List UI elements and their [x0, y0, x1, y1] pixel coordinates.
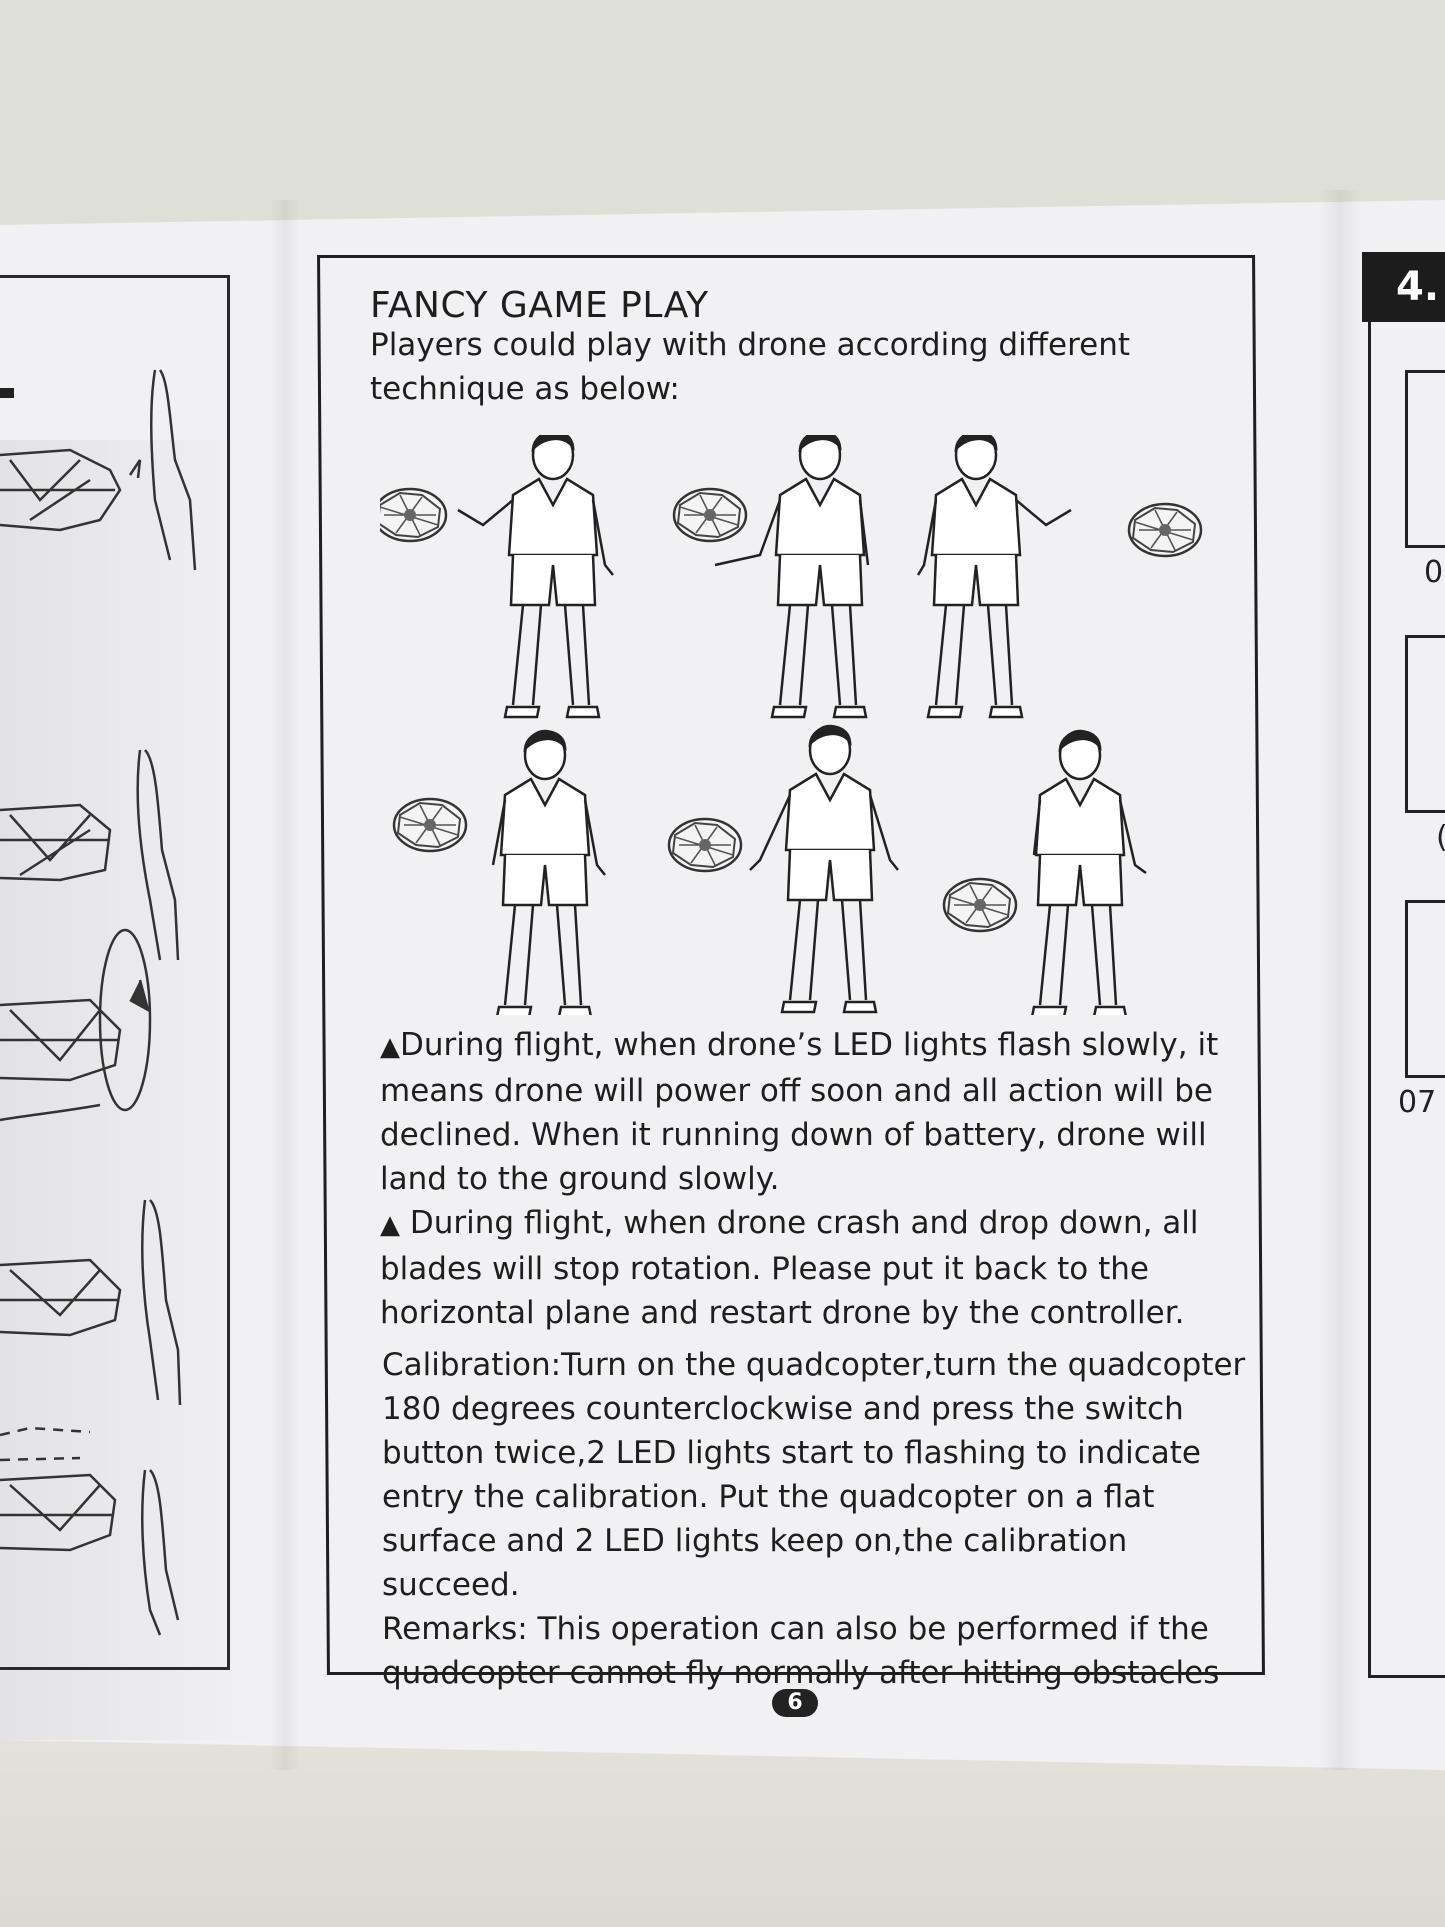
calibration-text: Calibration:Turn on the quadcopter,turn …: [382, 1347, 1246, 1603]
right-label: 07: [1398, 1085, 1437, 1120]
note-led-text: During flight, when drone’s LED lights f…: [380, 1027, 1219, 1197]
note-led: ▲During flight, when drone’s LED lights …: [380, 1023, 1240, 1201]
paper-fold-right: [1320, 190, 1360, 1770]
booklet-paper: [0, 200, 1445, 1770]
right-section-number: 4.: [1396, 264, 1440, 310]
right-page-frame: [1368, 320, 1445, 1678]
intro-text: Players could play with drone according …: [370, 327, 1131, 407]
note-crash: ▲ During flight, when drone crash and dr…: [380, 1201, 1240, 1335]
page-title: FANCY GAME PLAY: [370, 285, 709, 326]
right-image-box: [1405, 635, 1445, 813]
right-label: (: [1436, 820, 1445, 855]
left-page-marker: [0, 388, 14, 398]
note-crash-text: During flight, when drone crash and drop…: [380, 1205, 1199, 1331]
paper-shadow: [0, 440, 260, 1740]
remarks-text: Remarks: This operation can also be perf…: [382, 1611, 1220, 1691]
paper-fold-left: [270, 200, 300, 1770]
flight-notes: ▲During flight, when drone’s LED lights …: [380, 1023, 1240, 1335]
right-label: 0: [1424, 555, 1444, 590]
right-image-box: [1405, 900, 1445, 1078]
left-page-frame: [0, 275, 230, 1670]
game-play-illustrations: [380, 435, 1203, 1015]
page-number-badge: 6: [772, 1689, 818, 1717]
left-page-gesture-illustrations: [0, 369, 197, 1636]
right-image-box: [1405, 370, 1445, 548]
triangle-bullet-icon: ▲: [380, 1210, 400, 1240]
calibration-section: Calibration:Turn on the quadcopter,turn …: [382, 1343, 1252, 1695]
triangle-bullet-icon: ▲: [380, 1032, 400, 1062]
table-surface: [0, 1740, 1445, 1927]
right-page-header: 4.: [1362, 252, 1445, 322]
